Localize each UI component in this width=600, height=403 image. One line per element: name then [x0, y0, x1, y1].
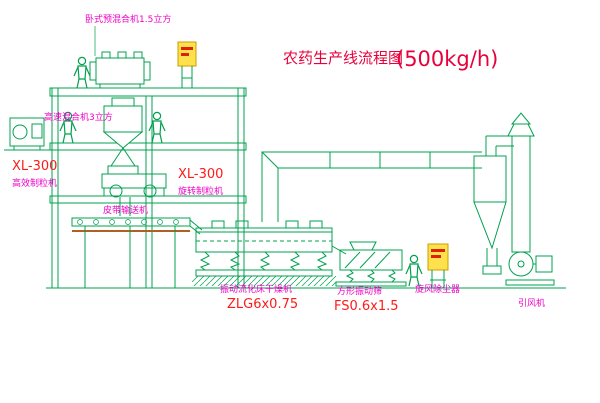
label-screen-name: 方形振动筛	[337, 285, 382, 297]
label-fan: 引风机	[518, 297, 545, 309]
label-cyclone: 旋风除尘器	[415, 283, 460, 295]
control-cabinet-bottom	[427, 243, 449, 288]
page-title: 农药生产线流程图	[283, 49, 403, 67]
fluid-bed-dryer	[192, 220, 336, 286]
label-screen-model: FS0.6x1.5	[334, 299, 399, 314]
induced-draft-fan	[505, 251, 555, 286]
granulator-left	[9, 117, 45, 150]
label-high-speed-mixer: 高速混合机3立方	[44, 111, 113, 123]
exhaust-stack	[507, 112, 535, 253]
cyclone-separator	[473, 135, 514, 275]
label-granulator-mid-name: 旋转制粒机	[178, 185, 223, 197]
high-speed-mixer	[102, 97, 144, 167]
label-granulator-mid-model: XL-300	[178, 167, 223, 182]
label-belt-conveyor: 皮带输送机	[103, 204, 148, 216]
label-granulator-left-name: 高效制粒机	[12, 177, 57, 189]
structure-frame	[4, 87, 247, 289]
granulator-mid	[101, 165, 167, 216]
label-premixer: 卧式预混合机1.5立方	[85, 13, 171, 25]
control-cabinet-top	[177, 41, 197, 88]
cabinet-text-marks	[181, 47, 193, 50]
exhaust-duct	[261, 151, 482, 222]
label-dryer-model: ZLG6x0.75	[227, 297, 298, 312]
label-granulator-left-model: XL-300	[12, 159, 57, 174]
worker-figure	[148, 111, 166, 144]
worker-figure	[405, 254, 423, 287]
worker-figure	[73, 56, 91, 89]
foundation-hatch	[192, 276, 336, 286]
belt-conveyor	[71, 217, 203, 288]
premixer-machine	[89, 51, 151, 88]
page-title-capacity: (500kg/h)	[396, 47, 498, 71]
cabinet-text-marks	[431, 249, 445, 252]
label-dryer-name: 振动流化床干燥机	[220, 283, 292, 295]
vibrating-screen	[331, 241, 407, 287]
